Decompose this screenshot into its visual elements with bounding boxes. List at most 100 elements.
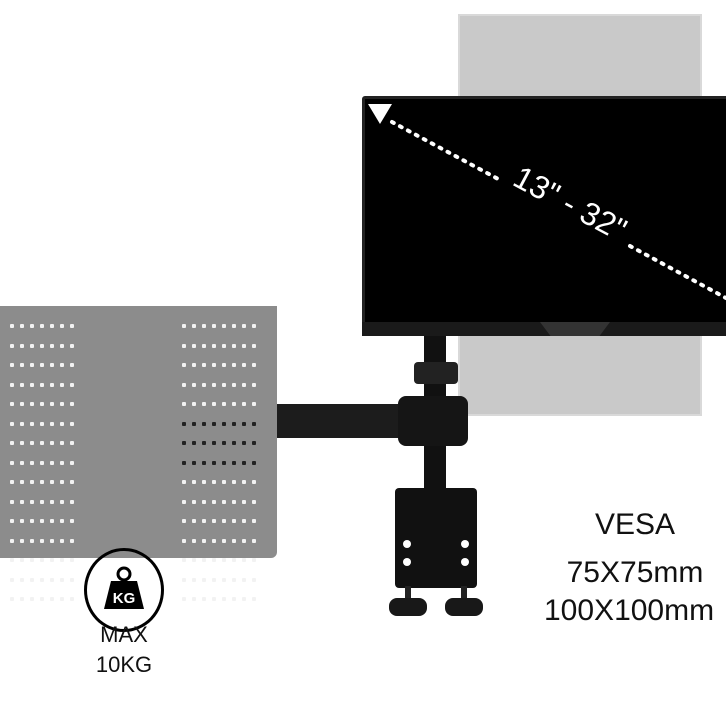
tray-vent-hole [242, 441, 246, 445]
tray-vent-hole [40, 480, 44, 484]
tray-vent-hole [20, 577, 24, 582]
tray-vent-hole [212, 519, 216, 523]
laptop-tray [0, 306, 277, 601]
tray-vent-hole [192, 538, 196, 543]
tray-vent-hole [222, 382, 226, 387]
tray-vent-hole [60, 460, 64, 465]
tray-vent-hole [60, 577, 64, 582]
tray-vent-hole [20, 499, 24, 504]
tray-vent-hole [60, 402, 64, 406]
tray-vent-hole [232, 577, 236, 582]
tray-vent-hole [40, 558, 44, 562]
weight-kg-icon: KG [84, 548, 164, 632]
vesa-size-75: 75X75mm [566, 556, 704, 589]
tray-vent-hole [40, 499, 44, 504]
tray-vent-hole [212, 324, 216, 328]
tray-vent-hole [212, 558, 216, 562]
tray-vent-hole [232, 363, 236, 367]
tray-vent-hole [50, 577, 54, 582]
tray-vent-hole [10, 460, 14, 465]
tray-arm [277, 404, 422, 438]
tray-vent-hole [40, 441, 44, 445]
tray-vent-hole [40, 519, 44, 523]
tray-vent-hole [20, 324, 24, 328]
tray-vent-hole [242, 421, 246, 426]
tray-vent-hole [40, 343, 44, 348]
tray-vent-hole [202, 324, 206, 328]
tray-vent-hole [232, 324, 236, 328]
tray-vent-hole [50, 519, 54, 523]
svg-text:KG: KG [113, 590, 136, 607]
tray-vent-hole [20, 558, 24, 562]
tray-vent-hole [222, 460, 226, 465]
tray-vent-hole [10, 441, 14, 445]
size-range-label: 13" - 32" [508, 159, 633, 248]
tray-vent-hole [40, 597, 44, 601]
tray-vent-hole [10, 421, 14, 426]
tray-vent-hole [192, 558, 196, 562]
tray-vent-hole [30, 421, 34, 426]
tray-vent-hole [222, 519, 226, 523]
tray-vent-hole [252, 343, 256, 348]
tray-vent-hole [40, 363, 44, 367]
tray-vent-hole [182, 538, 186, 543]
tray-vent-hole [212, 480, 216, 484]
tray-vent-hole [242, 597, 246, 601]
tray-vent-hole [50, 402, 54, 406]
tray-vent-hole [252, 597, 256, 601]
tray-vent-hole [232, 519, 236, 523]
tray-vent-hole [182, 597, 186, 601]
tray-vent-hole [192, 343, 196, 348]
tray-vent-hole [252, 499, 256, 504]
tray-vent-hole [222, 499, 226, 504]
tray-vent-hole [40, 538, 44, 543]
diagonal-line-right [628, 244, 726, 300]
tray-vent-hole [30, 382, 34, 387]
tray-vent-hole [70, 402, 74, 406]
tray-vent-hole [70, 421, 74, 426]
tray-vent-hole [60, 441, 64, 445]
tray-vent-hole [10, 597, 14, 601]
tray-vent-hole [70, 597, 74, 601]
tray-vent-hole [222, 363, 226, 367]
tray-vent-hole [60, 519, 64, 523]
tray-vent-hole [10, 577, 14, 582]
max-label: MAX [100, 622, 148, 647]
tray-vent-hole [182, 343, 186, 348]
tray-vent-hole [232, 460, 236, 465]
tray-vent-hole [242, 577, 246, 582]
tray-vent-hole [70, 480, 74, 484]
tray-vent-hole [20, 421, 24, 426]
tray-vent-hole [10, 558, 14, 562]
tray-vent-hole [222, 558, 226, 562]
tray-vent-hole [182, 441, 186, 445]
tray-vent-hole [252, 577, 256, 582]
tray-vent-hole [202, 597, 206, 601]
tray-vent-hole [202, 480, 206, 484]
tray-vent-hole [242, 519, 246, 523]
tray-vent-hole [50, 558, 54, 562]
tray-vent-hole [182, 382, 186, 387]
tray-vent-hole [30, 460, 34, 465]
monitor-bezel [362, 322, 726, 336]
tray-vent-hole [10, 480, 14, 484]
tray-vent-hole [252, 421, 256, 426]
tray-vent-hole [252, 441, 256, 445]
tray-vent-hole [202, 499, 206, 504]
tray-vent-hole [202, 343, 206, 348]
tray-vent-hole [20, 363, 24, 367]
tray-vent-hole [212, 363, 216, 367]
tray-vent-hole [70, 324, 74, 328]
tray-vent-hole [252, 460, 256, 465]
tray-vent-hole [242, 538, 246, 543]
tray-vent-hole [70, 499, 74, 504]
tray-vent-hole [20, 538, 24, 543]
tray-vent-hole [40, 421, 44, 426]
tray-vent-hole [40, 460, 44, 465]
tray-vent-hole [70, 441, 74, 445]
tray-vent-hole [30, 324, 34, 328]
tray-vent-hole [10, 363, 14, 367]
vesa-title: VESA [594, 508, 676, 541]
tray-vent-hole [222, 343, 226, 348]
tray-vent-hole [232, 421, 236, 426]
